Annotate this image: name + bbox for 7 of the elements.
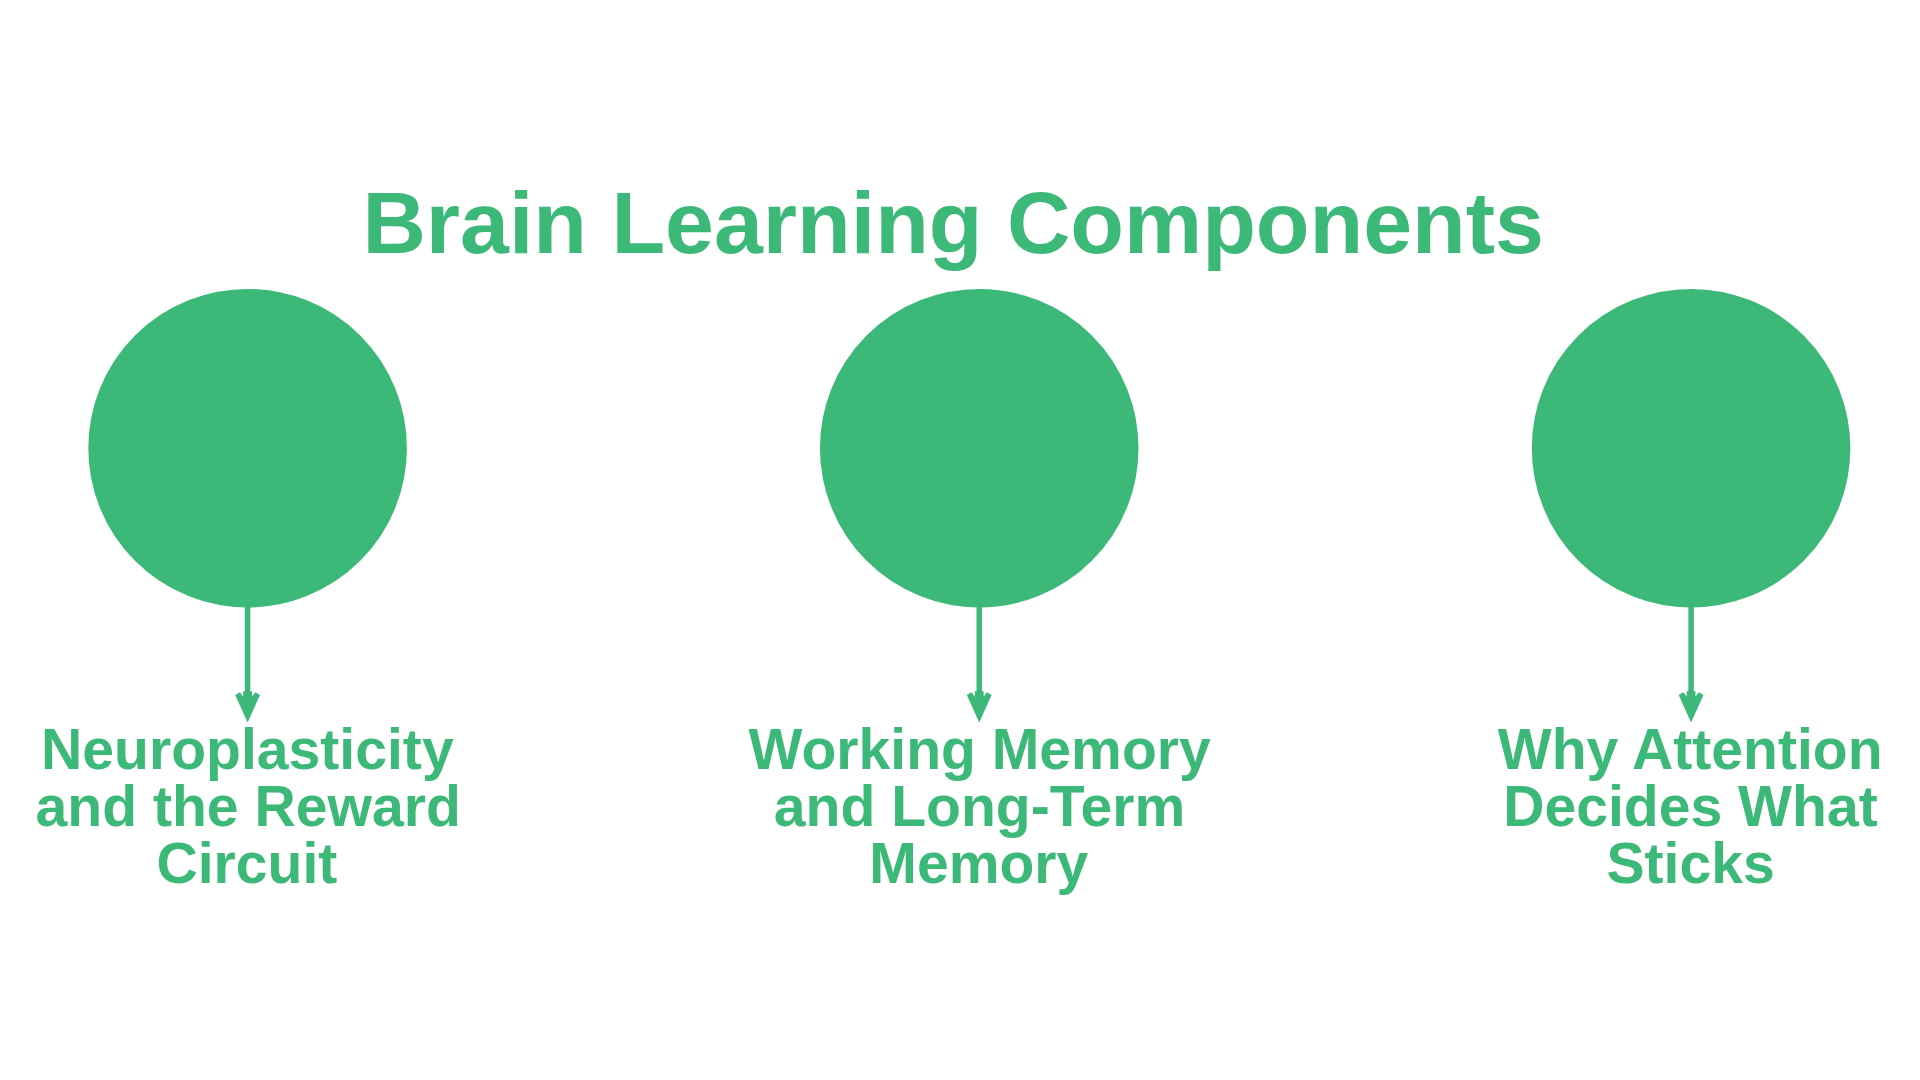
node-circle [1531,288,1851,607]
node-text: Working Memory and Long-Term Memory [748,716,1211,895]
diagram-title: Brain Learning Components [362,172,1544,272]
node-circle [88,288,407,607]
node-text: Why Attention Decides What Sticks [1497,716,1883,895]
node-circle [819,288,1139,607]
node-text: Neuroplasticity and the Reward Circuit [35,716,461,895]
